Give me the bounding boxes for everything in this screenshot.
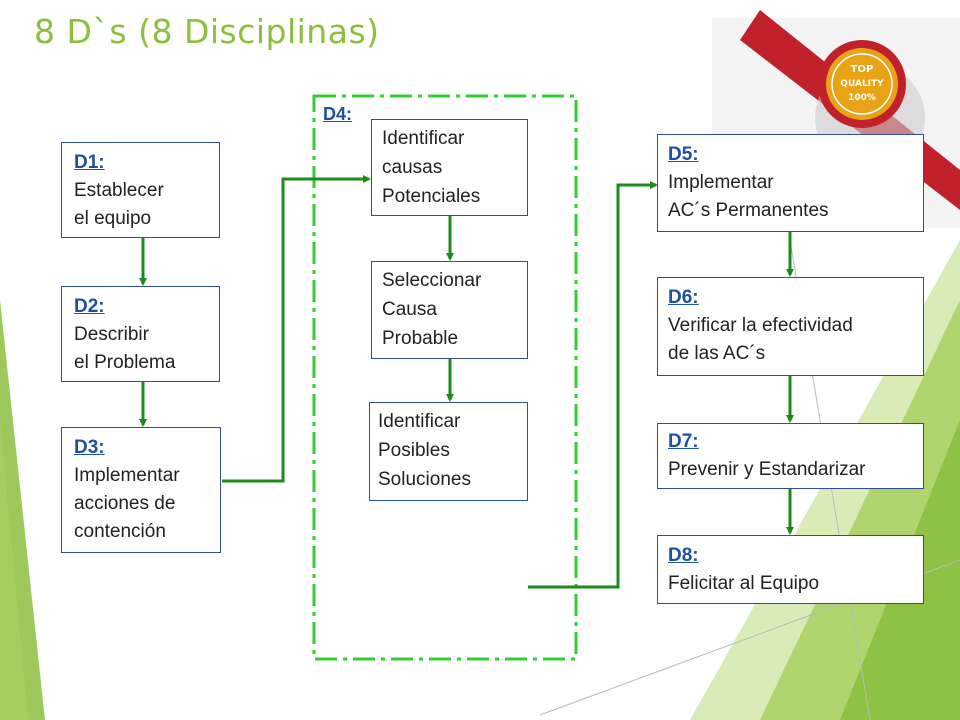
d4-step-text: Seleccionar [382,270,482,291]
seal-ring [831,53,893,115]
step-d5-box: D5: Implementar AC´s Permanentes [657,134,924,232]
step-d5-text: Implementar [668,172,774,193]
step-d4-label: D4: [323,104,353,124]
step-d7-label: D7: [668,431,699,452]
step-d7-box: D7: Prevenir y Estandarizar [657,423,924,489]
step-d8-label: D8: [668,545,699,566]
page-title: 8 D`s (8 Disciplinas) [34,12,380,51]
arrow-d4-d5 [528,181,658,589]
step-d3-text: contención [74,521,166,542]
step-d2-text: el Problema [74,352,176,373]
d4-dashed-frame [312,94,578,661]
step-d6-box: D6: Verificar la efectividad de las AC´s [657,277,924,376]
step-d2-text: Describir [74,324,149,345]
d4-step-text: causas [382,157,443,178]
step-d7-text: Prevenir y Estandarizar [668,459,866,480]
step-d3-text: acciones de [74,493,176,514]
step-d1-box: D1: Establecer el equipo [61,142,220,238]
step-d2-box: D2: Describir el Problema [61,286,220,382]
seal-text-2: QUALITY [840,79,884,89]
seal-text-1: TOP [851,64,874,75]
d4-step-text: Posibles [378,440,450,461]
step-d1-text: Establecer [74,180,164,201]
d4-step-text: Soluciones [378,469,471,490]
step-d1-label: D1: [74,152,105,173]
d4-step-text: Probable [382,328,459,349]
seal-text-3: 100% [848,93,876,103]
step-d1-text: el equipo [74,208,152,229]
step-d6-label: D6: [668,287,699,308]
step-d5-label: D5: [668,144,699,165]
step-d3-text: Implementar [74,465,180,486]
d4-step-identificar-causas: Identificar causas Potenciales [371,119,528,216]
step-d5-text: AC´s Permanentes [668,200,829,221]
step-d3-box: D3: Implementar acciones de contención [61,427,221,553]
d4-step-text: Identificar [378,411,461,432]
step-d6-text: Verificar la efectividad [668,315,853,336]
step-d6-text: de las AC´s [668,343,766,364]
step-d2-label: D2: [74,296,105,317]
step-d3-label: D3: [74,437,105,458]
step-d8-box: D8: Felicitar al Equipo [657,535,924,604]
d4-step-identificar-soluciones: Identificar Posibles Soluciones [369,402,528,501]
seal-icon [826,48,898,120]
d4-step-text: Identificar [382,128,465,149]
d4-step-text: Potenciales [382,186,481,207]
d4-step-text: Causa [382,299,437,320]
left-green-triangle-light [0,420,28,720]
step-d8-text: Felicitar al Equipo [668,573,820,594]
arrow-d3-d4 [222,175,371,483]
d4-step-seleccionar-causa: Seleccionar Causa Probable [371,261,528,359]
